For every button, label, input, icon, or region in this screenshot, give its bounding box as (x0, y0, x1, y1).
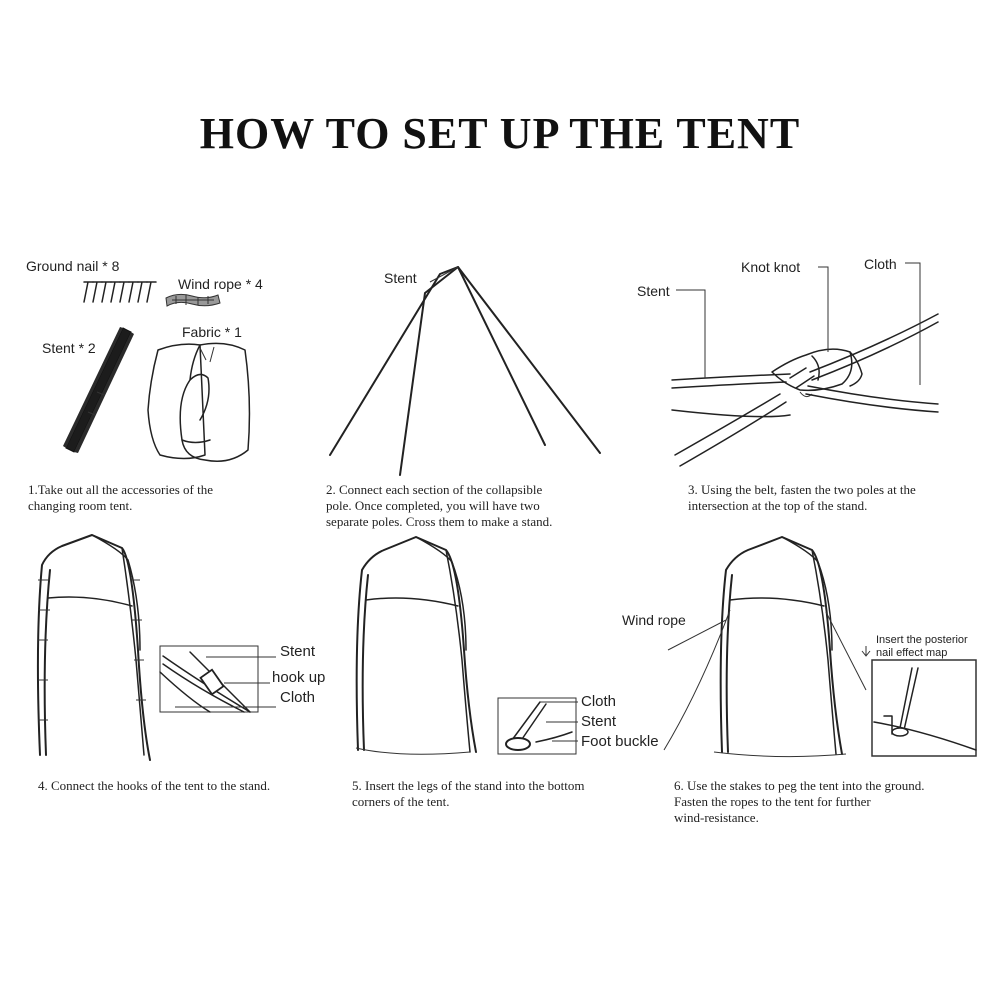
page-title: HOW TO SET UP THE TENT (199, 109, 801, 158)
stent-bundle-drawing (63, 327, 134, 453)
label-wind-rope: Wind rope * 4 (178, 276, 263, 292)
label-cloth: Cloth (864, 256, 897, 272)
label-wind-rope: Wind rope (622, 612, 686, 628)
hook-detail-inset (159, 645, 259, 713)
fabric-bag-drawing (147, 342, 251, 462)
ground-nails-drawing (83, 281, 157, 303)
label-posterior-line2: nail effect map (876, 647, 948, 659)
crossed-poles-detail (671, 313, 939, 467)
step3-caption: 3. Using the belt, fasten the two poles … (688, 482, 916, 513)
step1-illustration (63, 281, 251, 462)
wind-rope-drawing (165, 293, 221, 307)
label-posterior-line1: Insert the posterior (876, 634, 968, 646)
stake-inset (871, 659, 977, 757)
label-stent-count: Stent * 2 (42, 340, 96, 356)
step5-illustration (355, 536, 578, 755)
step6-illustration (663, 536, 977, 758)
label-stent: Stent (384, 270, 417, 286)
tent-outline (719, 536, 843, 755)
label-stent: Stent (581, 713, 617, 730)
step2-caption: 2. Connect each section of the collapsib… (326, 482, 553, 529)
pole-a (329, 266, 546, 456)
step4-caption: 4. Connect the hooks of the tent to the … (38, 778, 271, 793)
label-fabric: Fabric * 1 (182, 324, 242, 340)
tent-outline (36, 534, 151, 761)
wind-rope-line (663, 609, 731, 751)
step5-leader-lines (540, 701, 578, 742)
step3-illustration (671, 262, 939, 467)
label-stent: Stent (637, 283, 670, 299)
label-foot-buckle: Foot buckle (581, 733, 659, 750)
step1-caption: 1.Take out all the accessories of the ch… (28, 482, 213, 513)
label-cloth: Cloth (280, 689, 316, 706)
label-hook-up: hook up (272, 669, 326, 686)
step2-illustration (329, 266, 601, 476)
knot-detail (771, 348, 863, 398)
label-ground-nail: Ground nail * 8 (26, 258, 120, 274)
step6-caption: 6. Use the stakes to peg the tent into t… (674, 778, 925, 825)
pole-b (399, 266, 601, 476)
step4-leader-lines (175, 656, 276, 708)
step5-caption: 5. Insert the legs of the stand into the… (352, 778, 585, 809)
step3-leader-lines (676, 262, 921, 385)
label-stent: Stent (280, 643, 316, 660)
foot-buckle-inset (497, 697, 577, 755)
step4-illustration (36, 534, 276, 761)
label-knot: Knot knot (741, 259, 801, 275)
label-cloth: Cloth (581, 693, 617, 710)
tent-outline (355, 536, 477, 753)
